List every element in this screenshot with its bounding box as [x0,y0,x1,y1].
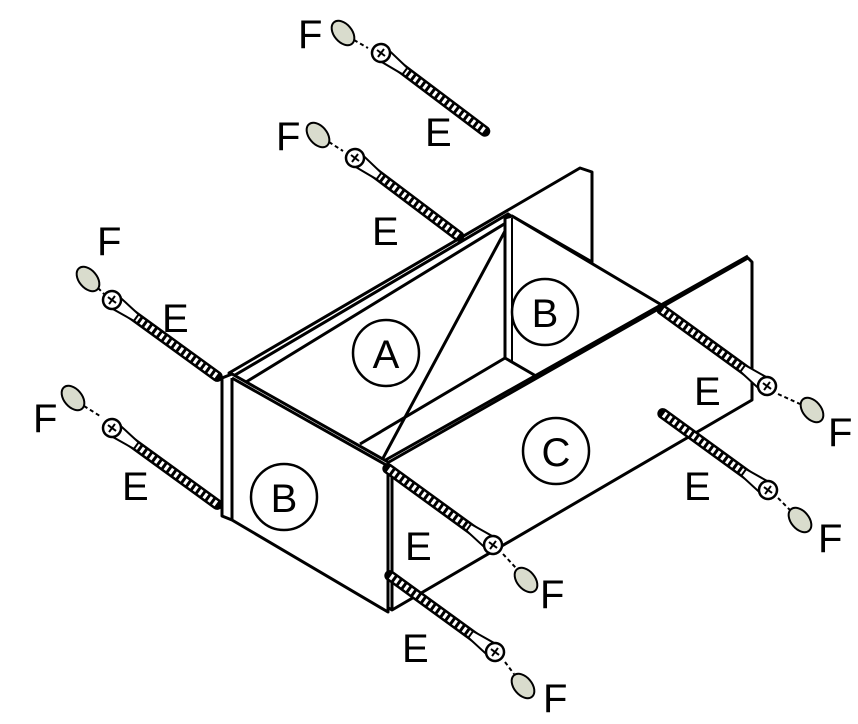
screw-label-top-2: E [372,210,399,254]
screw-label-right-2: E [684,465,711,509]
cap-label-right-2: F [818,517,842,561]
screw-label-left-2: E [122,465,149,509]
cap-top-2 [301,117,335,153]
label-a-text: A [373,333,400,377]
label-b-right: B [510,277,580,347]
cap-label-top-1: F [298,13,322,57]
screw-label-left-1: E [162,297,189,341]
cap-front-1 [509,562,543,598]
cap-right-1 [795,392,829,428]
cap-label-right-1: F [828,411,852,455]
cap-label-left-2: F [33,397,57,441]
cap-left-1 [71,261,105,297]
screw-label-front-1: E [405,525,432,569]
cap-front-2 [506,668,540,704]
cap-label-left-1: F [97,220,121,264]
cap-left-2 [56,380,90,416]
label-c: C [521,416,591,486]
label-a: A [351,318,421,388]
screw-top-2 [342,145,464,243]
label-b-left: B [249,462,319,532]
screw-left-1 [99,287,222,383]
screw-label-right-1: E [694,370,721,414]
label-c-text: C [542,431,571,475]
cap-top-1 [326,15,360,51]
screw-label-front-2: E [402,627,429,671]
label-b-left-text: B [271,477,298,521]
cap-label-front-1: F [540,573,564,617]
cap-label-front-2: F [543,677,567,719]
label-b-right-text: B [532,292,559,336]
screw-label-top-1: E [425,111,452,155]
cap-label-top-2: F [276,115,300,159]
screw-left-2 [99,415,222,511]
